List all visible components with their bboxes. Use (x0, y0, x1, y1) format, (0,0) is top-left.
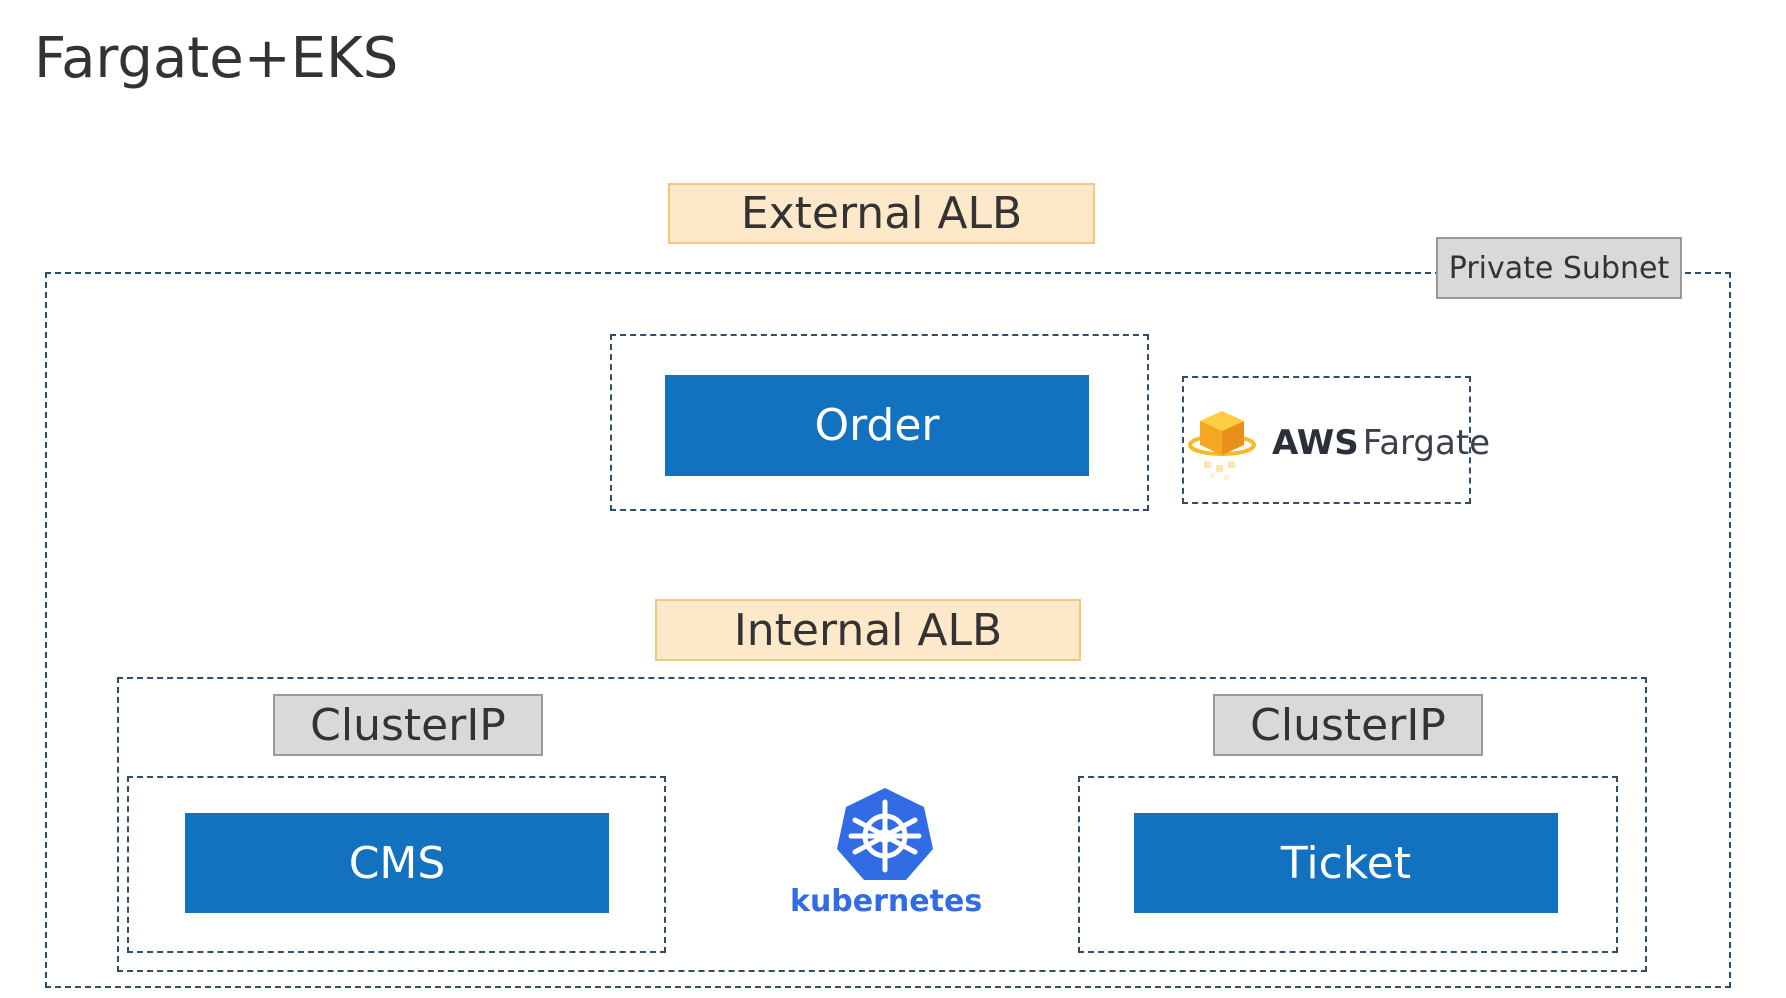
page-title: Fargate+EKS (34, 26, 399, 91)
internal-alb-label: Internal ALB (733, 604, 1003, 656)
private-subnet-label: Private Subnet (1436, 237, 1682, 299)
kubernetes-cluster-boundary (117, 677, 1647, 972)
ticket-service-label: Ticket (1280, 837, 1412, 889)
kubernetes-wordmark: kubernetes (790, 884, 983, 919)
fargate-brand: AWS (1272, 423, 1359, 463)
order-service-label: Order (814, 400, 940, 451)
external-alb-label: External ALB (740, 188, 1023, 239)
kubernetes-helm-icon (835, 786, 935, 882)
cluster-ip-left-label: ClusterIP (310, 699, 506, 751)
fargate-cube-icon (1186, 405, 1262, 481)
cms-group-boundary (127, 776, 666, 953)
cluster-ip-right-label: ClusterIP (1250, 699, 1446, 751)
kubernetes-logo: kubernetes (790, 786, 983, 926)
order-service: Order (665, 375, 1089, 476)
private-subnet-label-text: Private Subnet (1448, 250, 1670, 286)
ticket-service: Ticket (1134, 813, 1558, 913)
cluster-ip-left: ClusterIP (273, 694, 543, 756)
fargate-logo: AWS Fargate (1186, 398, 1490, 488)
external-alb: External ALB (668, 183, 1095, 244)
private-subnet-boundary (45, 272, 1731, 988)
ticket-group-boundary (1078, 776, 1618, 953)
fargate-product: Fargate (1362, 423, 1491, 463)
order-group-boundary (610, 334, 1149, 511)
cms-service-label: CMS (348, 837, 446, 889)
cluster-ip-right: ClusterIP (1213, 694, 1483, 756)
cms-service: CMS (185, 813, 609, 913)
fargate-wordmark: AWS Fargate (1272, 423, 1490, 463)
internal-alb: Internal ALB (655, 599, 1081, 661)
fargate-logo-boundary (1182, 376, 1471, 504)
